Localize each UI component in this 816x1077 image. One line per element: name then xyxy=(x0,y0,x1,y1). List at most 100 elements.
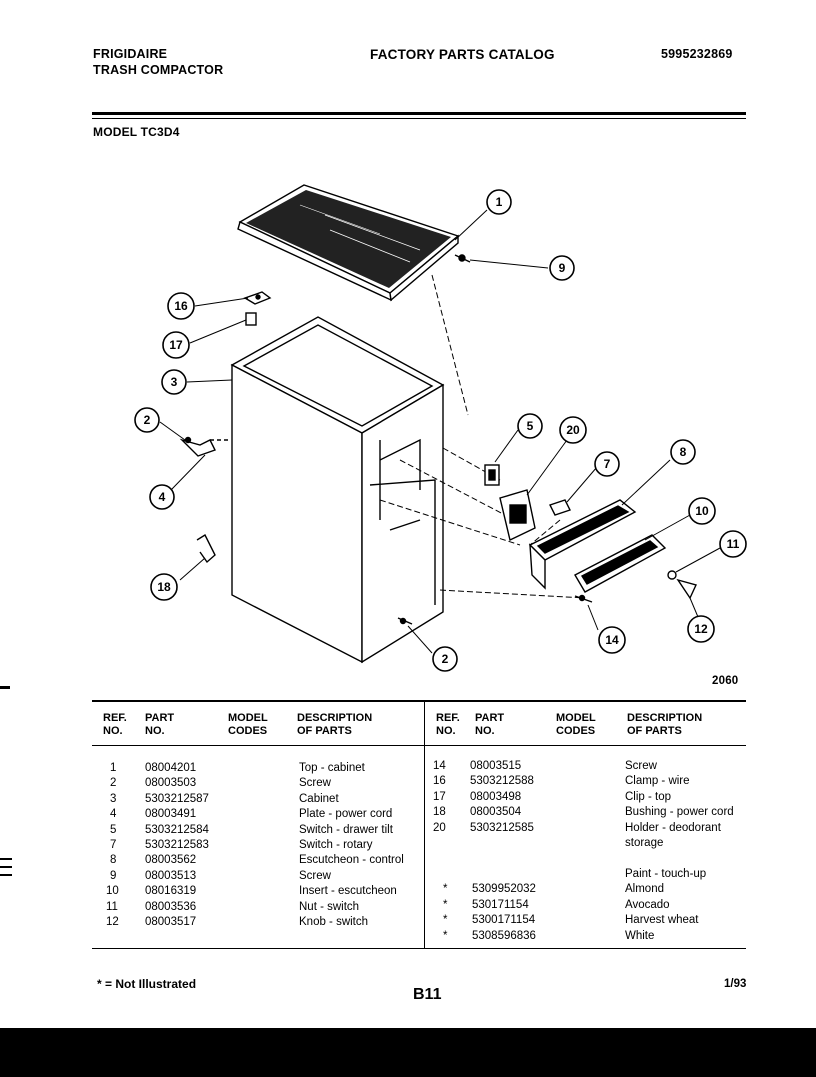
callout-14 xyxy=(598,626,626,654)
desc-cell: Screw xyxy=(299,777,331,790)
callout-3 xyxy=(161,369,187,395)
wire-clamp-16-part xyxy=(243,291,272,305)
scan-mark xyxy=(0,686,10,689)
part-cell: 5303212588 xyxy=(470,775,534,788)
callout-17 xyxy=(162,331,190,359)
desc-cell: Top - cabinet xyxy=(299,762,365,774)
callout-label: 4 xyxy=(159,490,166,504)
callout-20 xyxy=(559,416,587,444)
desc-cell: Screw xyxy=(625,760,657,772)
callout-label: 2 xyxy=(144,413,151,427)
callout-label: 20 xyxy=(566,423,580,437)
screw-14-part xyxy=(574,594,593,603)
callout-label: 5 xyxy=(527,419,534,433)
callout-label: 16 xyxy=(174,299,188,313)
desc-cell: Plate - power cord xyxy=(299,808,393,821)
callout-9 xyxy=(549,255,575,281)
desc-cell: Cabinet xyxy=(299,792,339,805)
callout-label: 1 xyxy=(496,195,503,209)
callout-label: 9 xyxy=(559,261,566,275)
part-cell: 08003498 xyxy=(470,790,522,803)
desc-cell: storage xyxy=(625,837,664,849)
callout-8 xyxy=(670,439,696,465)
ref-cell: 17 xyxy=(433,790,446,803)
table-top-rule xyxy=(92,700,746,702)
part-cell: 08003504 xyxy=(470,806,522,819)
ref-cell: 5 xyxy=(110,823,117,836)
screw-9-part xyxy=(454,254,471,263)
callout-label: 8 xyxy=(680,445,687,459)
switch-nut-11-part xyxy=(667,570,677,580)
ref-cell: 7 xyxy=(110,839,117,851)
callout-2-lower xyxy=(432,646,458,672)
header-rule-thin xyxy=(92,118,746,119)
callout-label: 2 xyxy=(442,652,449,666)
desc-cell: Knob - switch xyxy=(299,916,369,928)
desc-cell: Switch - rotary xyxy=(299,839,373,851)
callout-11 xyxy=(719,530,747,558)
header-rule-thick xyxy=(92,112,746,115)
part-cell: 08003513 xyxy=(145,869,197,882)
catalog-number: 5995232869 xyxy=(661,47,733,61)
scan-mark xyxy=(0,858,12,860)
part-cell: 08003517 xyxy=(145,916,197,928)
catalog-title: FACTORY PARTS CATALOG xyxy=(370,47,555,62)
desc-cell: Almond xyxy=(625,883,664,896)
col-header-desc: DESCRIPTION OF PARTS xyxy=(627,712,703,737)
callout-2-upper xyxy=(134,407,160,433)
callout-label: 12 xyxy=(694,622,708,636)
callout-10 xyxy=(688,497,716,525)
callout-4 xyxy=(149,484,175,510)
top-cabinet-part xyxy=(237,184,460,302)
part-cell: 08003562 xyxy=(145,854,197,867)
ref-cell: 1 xyxy=(110,762,117,774)
part-cell: 5308596836 xyxy=(472,929,536,942)
desc-cell: Bushing - power cord xyxy=(625,806,734,819)
part-cell: 5303212583 xyxy=(145,839,209,851)
power-cord-bushing-18-part xyxy=(196,533,216,564)
callout-5 xyxy=(517,413,543,439)
part-cell: 08003491 xyxy=(145,808,197,821)
callout-1 xyxy=(486,189,512,215)
part-cell: 08003536 xyxy=(145,900,197,913)
scan-mark xyxy=(0,874,12,876)
part-cell: 5309952032 xyxy=(472,883,536,896)
callout-label: 14 xyxy=(605,633,619,647)
desc-cell: Avocado xyxy=(625,898,670,911)
brand-name: FRIGIDAIRE xyxy=(93,47,168,61)
clip-top-17-part xyxy=(245,312,257,326)
cabinet-body-part xyxy=(208,316,445,664)
desc-cell: Insert - escutcheon xyxy=(299,885,397,898)
ref-cell: 16 xyxy=(433,775,446,788)
rotary-switch-7-part xyxy=(549,499,571,516)
table-header-rule xyxy=(92,745,746,746)
col-header-ref: REF. NO. xyxy=(103,712,127,737)
ref-cell: 3 xyxy=(110,792,117,805)
part-cell: 530171154 xyxy=(472,898,529,911)
callout-label: 10 xyxy=(695,504,709,518)
scan-border-bottom xyxy=(0,1028,816,1077)
desc-cell: Switch - drawer tilt xyxy=(299,823,393,836)
callout-label: 17 xyxy=(169,338,183,352)
ref-cell: 9 xyxy=(110,869,117,882)
escutcheon-control-8-part xyxy=(528,499,637,590)
screw-2-lower-part xyxy=(397,617,413,625)
part-cell: 5303212587 xyxy=(145,792,209,805)
desc-cell: Escutcheon - control xyxy=(299,854,404,867)
desc-cell: Clip - top xyxy=(625,790,672,803)
table-column-divider xyxy=(424,702,425,949)
callout-16 xyxy=(167,292,195,320)
part-cell: 08003503 xyxy=(145,777,197,790)
desc-cell: Nut - switch xyxy=(299,900,360,913)
callout-12 xyxy=(687,615,715,643)
col-header-part: PART NO. xyxy=(475,712,505,737)
col-header-part: PART NO. xyxy=(145,712,175,737)
ref-cell: * xyxy=(443,898,448,911)
ref-cell: 10 xyxy=(106,885,119,898)
drawer-tilt-switch-5-part xyxy=(484,464,500,486)
callout-label: 3 xyxy=(171,375,178,389)
switch-knob-12-part xyxy=(676,578,697,600)
desc-cell: Holder - deodorant xyxy=(625,821,721,834)
ref-cell: 8 xyxy=(110,854,117,867)
ref-cell: 14 xyxy=(433,760,446,772)
